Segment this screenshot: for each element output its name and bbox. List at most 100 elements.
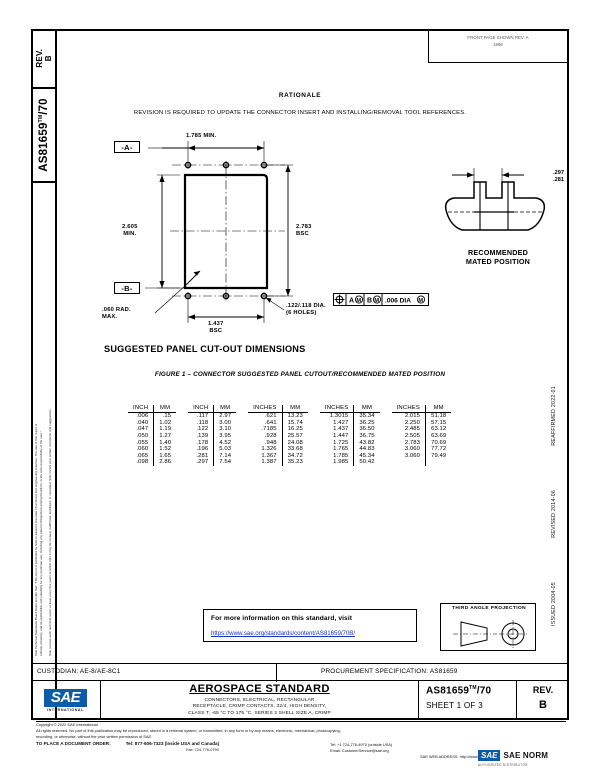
svg-text:.006 DIA: .006 DIA [385,298,411,305]
table-cell: 1.765 [333,446,349,453]
revision-cell-label: REV. [532,685,554,695]
table-cell: 35.23 [281,459,308,466]
table-cell: .055 [136,439,149,446]
legal-boilerplate: SAE Technical Standards Board Rules prov… [34,156,54,656]
left-header-column: REV.B AS81659TM/70 [31,29,57,720]
table-cell: 43.82 [353,439,380,446]
table-cell: 15.74 [281,419,308,427]
description-line-2: RECEPTACLE, CRIMP CONTACTS, 32/4, HIGH D… [192,704,327,710]
table-cell: .118 [196,419,209,426]
dim-top-label: 1.785 MIN. [186,133,217,139]
table-cell: 1.40 [153,439,177,446]
table-cell: .047 [136,426,149,433]
table-cell: 2.97 [213,412,237,420]
table-cell-gap [380,446,392,453]
table-header-cell: MM [425,405,452,413]
table-cell: 45.34 [353,452,380,460]
figure-caption: FIGURE 1 – CONNECTOR SUGGESTED PANEL CUT… [154,371,446,378]
table-cell-gap [380,420,392,427]
footer-contact: Tel: +1 724-776-4970 (outside USA) Email… [330,742,570,760]
table-cell: 51.18 [425,412,452,420]
contact-tel: Tel: +1 724-776-4970 (outside USA) [330,742,393,747]
order-tel: Tel: 877-606-7323 (inside USA and Canada… [125,740,220,746]
table-cell: 2.783 [404,439,421,446]
table-cell: 44.83 [353,445,380,453]
table-cell-gap [236,413,248,420]
aerospace-standard-heading: AEROSPACE STANDARD [189,683,330,695]
revision-label: REV. [34,48,44,68]
table-cell: 77.72 [425,445,452,453]
svg-text:B: B [367,298,372,305]
mated-dim-max: .297 [553,170,564,176]
front-page-stamp: FRONT PAGE SHOWN REV. A 1996 [428,31,567,63]
table-column-gap [176,405,188,413]
table-cell: .139 [196,433,209,440]
table-cell-gap [176,459,188,466]
datum-a-symbol: -A- [114,141,140,153]
table-cell: 1.985 [333,459,349,466]
feature-control-frame: A M B M .006 DIA M [333,293,429,306]
table-cell-gap [380,413,392,420]
table-cell: 1.326 [261,446,277,453]
table-cell: .7185 [261,426,277,433]
third-angle-projection-box: THIRD ANGLE PROJECTION [440,603,536,651]
footer-legal: Copyright © 2022 SAE International All r… [36,722,456,753]
table-cell: .178 [196,439,209,446]
table-cell: .098 [136,459,149,466]
table-cell-gap [380,453,392,460]
footer-divider [36,721,566,722]
footer-rights-2: recording, or otherwise, without the pri… [36,733,153,739]
table-cell-gap [308,413,320,420]
footer-copyright: Copyright © 2022 SAE International [36,722,98,727]
table-cell: 35.34 [353,412,380,420]
mated-section-svg [444,168,546,231]
table-cell: .065 [136,452,149,459]
info-box-heading: For more information on this standard, v… [211,615,353,622]
table-cell: 1.02 [153,419,177,427]
table-cell-gap [380,426,392,433]
table-cell: .050 [136,433,149,440]
table-cell: 3.060 [404,446,421,453]
table-cell: .281 [196,452,209,459]
custodian-text: CUSTODIAN: AE-8/AE-8C1 [37,668,121,675]
more-information-box: For more information on this standard, v… [203,609,417,642]
table-cell: 1.367 [261,452,277,459]
title-block-divider [276,664,277,682]
standard-url-link[interactable]: https://www.sae.org/standards/content/AS… [211,630,356,637]
table-cell: .297 [196,459,209,466]
table-cell: 1.725 [333,439,349,446]
title-block-row-2: SAE INTERNATIONAL AEROSPACE STANDARD CON… [31,681,569,720]
table-cell: 63.69 [425,432,452,440]
table-cell: .948 [264,439,277,446]
hole-note-label: .122/.118 DIA.(6 HOLES) [286,303,326,317]
table-cell: 1.27 [153,432,177,440]
table-cell: .641 [264,419,277,426]
sheet-number-text: SHEET 1 OF 3 [426,701,483,711]
svg-text:M: M [418,298,423,304]
table-header-cell: MM [353,405,380,413]
table-cell-gap [176,453,188,460]
table-cell: 24.08 [281,439,308,446]
legal-line-2: entirely voluntary, and its applicabilit… [39,431,43,656]
table-cell: 79.49 [425,452,452,460]
table-header-cell: MM [281,405,308,413]
description-line-3: CLASS T, -65 °C TO 175 °C, SERIES 2 SHEL… [188,711,331,717]
table-cell-gap [308,426,320,433]
issued-date: ISSUED 2004-05 [551,582,557,626]
mated-dim-min: .281 [553,177,564,184]
table-cell: 57.15 [425,419,452,427]
projection-label: THIRD ANGLE PROJECTION [452,606,526,611]
svg-text:M: M [356,298,361,304]
legal-line-3: SAE reviews each technical report at lea… [47,408,52,656]
table-cell-gap [176,433,188,440]
table-cell: .196 [196,446,209,453]
mated-dimension-values: .297 .281 [553,170,564,185]
standard-number-text: AS81659TM/70 [426,685,492,697]
table-cell-gap [308,459,320,466]
